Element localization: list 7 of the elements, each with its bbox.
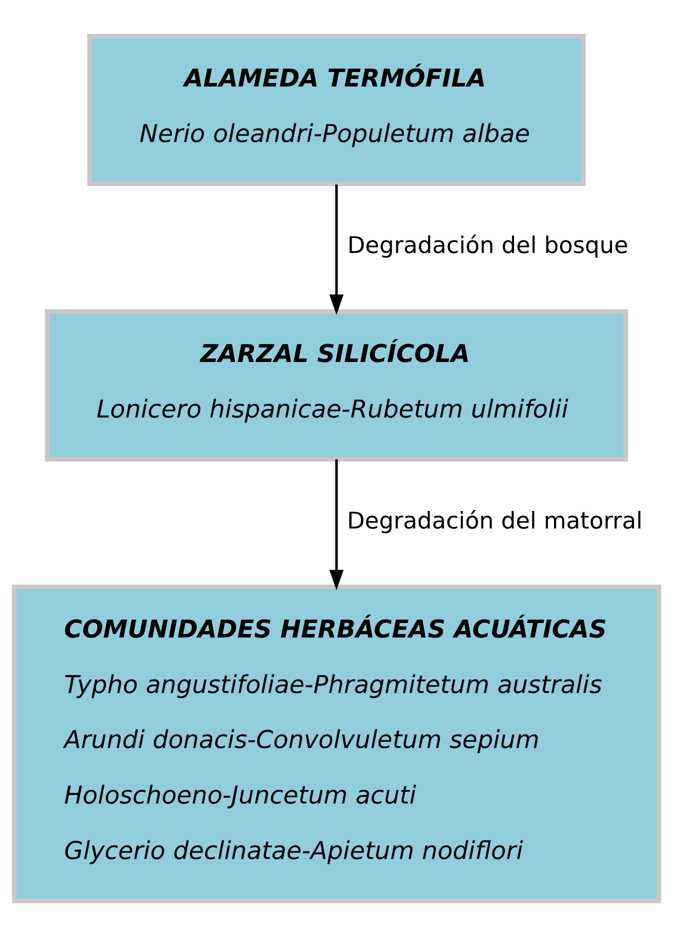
edge-label: Degradación del matorral (347, 508, 643, 535)
node-box: COMUNIDADES HERBÁCEAS ACUÁTICAS Typho angustifoliae-Phragmitetum australis Arundi donacis-Convolvuletum sepium Holoschoeno-Juncetum acuti Glycerio declinatae-Apietum nodiflori (12, 584, 662, 904)
arrow (329, 184, 344, 315)
edge-label: Degradación del bosque (347, 233, 628, 260)
node-box: ZARZAL SILICÍCOLA Lonicero hispanicae-Rubetum ulmifolii (44, 309, 628, 462)
arrow (329, 459, 344, 590)
node-box: ALAMEDA TERMÓFILA Nerio oleandri-Populetum albae (87, 34, 586, 186)
